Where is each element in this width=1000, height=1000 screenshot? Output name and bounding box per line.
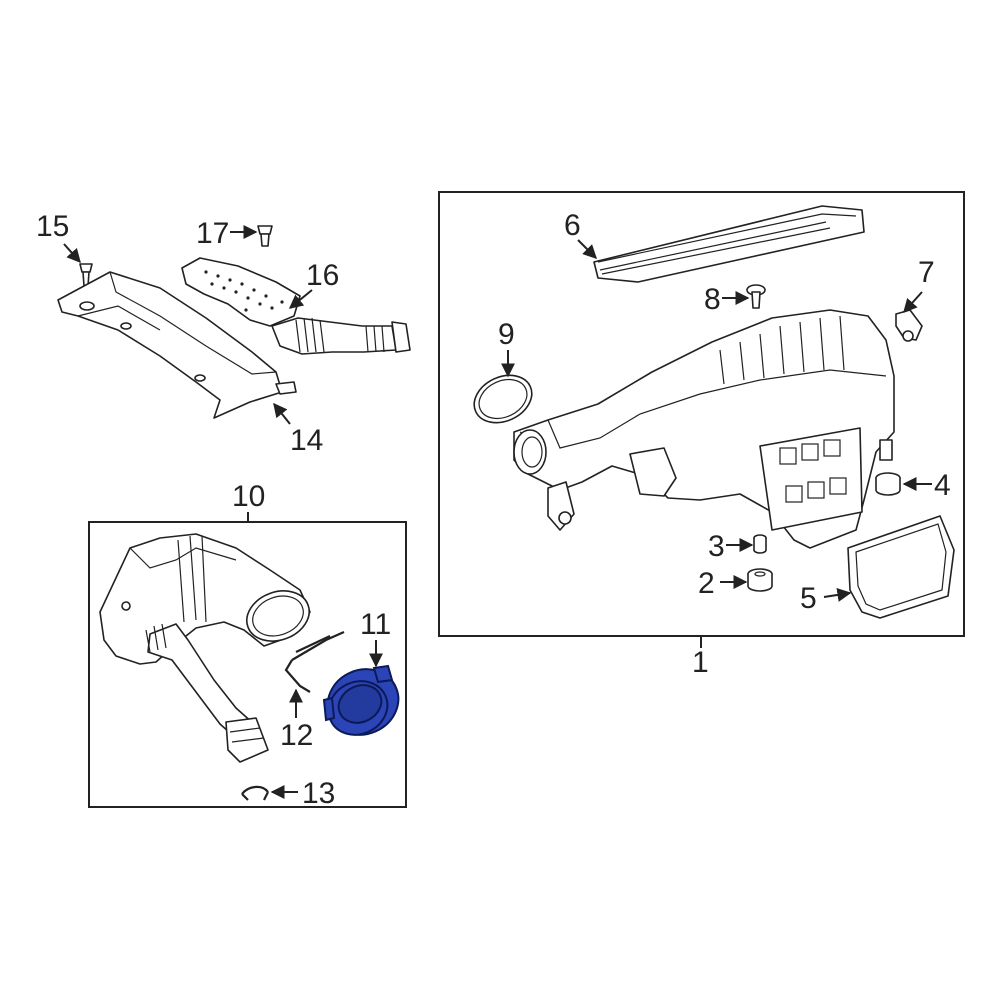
callout-6: 6	[564, 209, 581, 242]
callout-5: 5	[800, 582, 817, 615]
callout-2: 2	[698, 567, 715, 600]
callout-16: 16	[306, 259, 339, 292]
part-8-bolt[interactable]	[746, 284, 766, 309]
part-12-wire-bracket[interactable]	[284, 630, 345, 693]
callout-4: 4	[934, 469, 951, 502]
callout-1: 1	[692, 646, 709, 679]
callout-17: 17	[196, 217, 229, 250]
part-2-grommet[interactable]	[747, 568, 773, 592]
callout-12: 12	[280, 719, 313, 752]
part-6-filter-element[interactable]	[593, 205, 865, 283]
part-5-gasket[interactable]	[847, 515, 955, 619]
callout-7: 7	[918, 256, 935, 289]
callout-8: 8	[704, 283, 721, 316]
callout-13: 13	[302, 777, 335, 810]
part-3-grommet[interactable]	[753, 534, 767, 554]
part-4-grommet[interactable]	[875, 472, 901, 496]
leader-lines	[63, 225, 932, 799]
callout-11: 11	[360, 608, 391, 641]
part-17-clip[interactable]	[257, 225, 273, 247]
part-10-intake-duct[interactable]	[99, 533, 316, 763]
part-7-sensor[interactable]	[895, 309, 923, 342]
part-11-air-mass-sensor[interactable]	[317, 658, 409, 746]
callout-3: 3	[708, 530, 725, 563]
callout-9: 9	[498, 318, 515, 351]
callout-15: 15	[36, 210, 69, 243]
part-15-clip[interactable]	[79, 263, 93, 287]
part-9-seal-ring[interactable]	[467, 366, 540, 431]
part-16-intake-hose[interactable]	[181, 257, 411, 355]
part-13-clip[interactable]	[241, 785, 269, 801]
part-14-air-guide[interactable]	[57, 271, 297, 419]
callout-14: 14	[290, 424, 323, 457]
part-1-air-cleaner-housing[interactable]	[513, 309, 895, 549]
callout-10: 10	[232, 480, 265, 513]
